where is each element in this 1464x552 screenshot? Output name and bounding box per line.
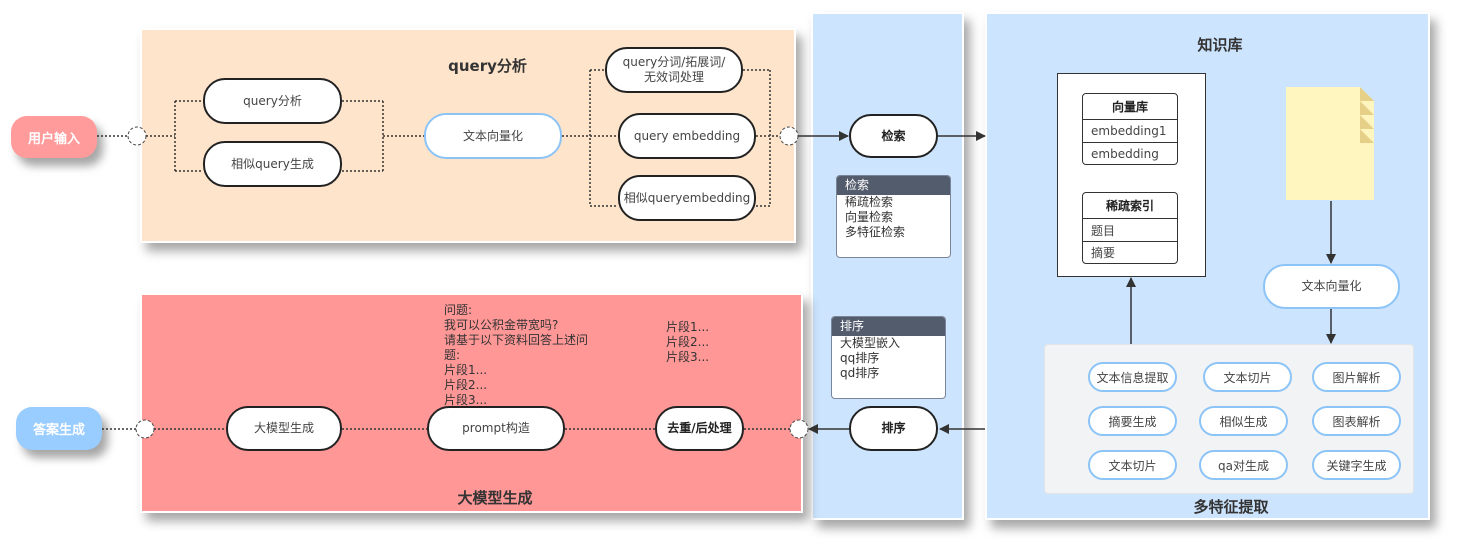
- feature-item[interactable]: 文本切片: [1203, 362, 1292, 392]
- retrieval-card-item: 多特征检索: [845, 225, 906, 239]
- feature-item[interactable]: 文本信息提取: [1088, 362, 1177, 392]
- knowledge-base-title: 知识库: [1197, 36, 1243, 54]
- prompt-example-note: 问题: 我可以公积金带宽吗? 请基于以下资料回答上述问 题: 片段1... 片段…: [444, 303, 589, 407]
- retrieval-card-title: 检索: [837, 176, 950, 195]
- feature-item[interactable]: 摘要生成: [1088, 406, 1177, 436]
- similar-query-embedding-node[interactable]: 相似queryembedding: [618, 175, 756, 221]
- llm-generate-node[interactable]: 大模型生成: [226, 406, 342, 451]
- feature-item[interactable]: 关键字生成: [1312, 450, 1401, 480]
- text-vectorize-node[interactable]: 文本向量化: [424, 113, 562, 159]
- ranking-card-title: 排序: [832, 317, 945, 336]
- document-icon: [1286, 87, 1374, 200]
- answer-generation-terminal[interactable]: 答案生成: [16, 407, 102, 450]
- ranking-card-item: qq排序: [840, 351, 880, 365]
- vector-db-row: embedding: [1083, 142, 1177, 164]
- retrieval-card-item: 稀疏检索: [845, 195, 894, 209]
- similar-query-node[interactable]: 相似query生成: [203, 141, 342, 187]
- sparse-index-row: 题目: [1091, 223, 1116, 238]
- feature-item[interactable]: 相似生成: [1199, 406, 1288, 436]
- dedup-example-note: 片段1... 片段2... 片段3...: [666, 320, 710, 364]
- query-embedding-node[interactable]: query embedding: [618, 113, 756, 159]
- multi-feature-title: 多特征提取: [1193, 498, 1269, 516]
- sparse-index-table: 稀疏索引 题目 摘要: [1082, 192, 1178, 264]
- vector-db-row: embedding1: [1091, 124, 1167, 138]
- query-analysis-node[interactable]: query分析: [203, 78, 342, 124]
- user-input-terminal[interactable]: 用户输入: [11, 116, 97, 158]
- query-tokenize-node[interactable]: query分词/拓展词/无效词处理: [605, 47, 743, 93]
- retrieval-node[interactable]: 检索: [849, 114, 938, 158]
- query-analysis-title: query分析: [448, 57, 527, 75]
- sparse-index-header: 稀疏索引: [1083, 193, 1177, 219]
- retrieval-card: 检索 稀疏检索 向量检索 多特征检索: [836, 175, 951, 258]
- llm-generation-panel: [140, 293, 803, 513]
- feature-item[interactable]: qa对生成: [1199, 450, 1288, 480]
- prompt-construct-node[interactable]: prompt构造: [427, 406, 565, 451]
- llm-generation-title: 大模型生成: [457, 489, 533, 507]
- ranking-card-item: qd排序: [840, 366, 880, 380]
- feature-item[interactable]: 文本切片: [1088, 450, 1177, 480]
- feature-item[interactable]: 图片解析: [1312, 362, 1401, 392]
- ranking-node[interactable]: 排序: [849, 406, 938, 451]
- retrieval-card-item: 向量检索: [845, 210, 894, 224]
- ranking-card: 排序 大模型嵌入 qq排序 qd排序: [831, 316, 946, 399]
- ranking-card-item: 大模型嵌入: [840, 336, 901, 350]
- feature-item[interactable]: 图表解析: [1312, 406, 1401, 436]
- doc-vectorize-node[interactable]: 文本向量化: [1263, 264, 1400, 309]
- dedup-postprocess-node[interactable]: 去重/后处理: [655, 406, 744, 451]
- sparse-index-row: 摘要: [1083, 241, 1177, 263]
- vector-db-table: 向量库 embedding1 embedding: [1082, 93, 1178, 165]
- vector-db-header: 向量库: [1083, 94, 1177, 120]
